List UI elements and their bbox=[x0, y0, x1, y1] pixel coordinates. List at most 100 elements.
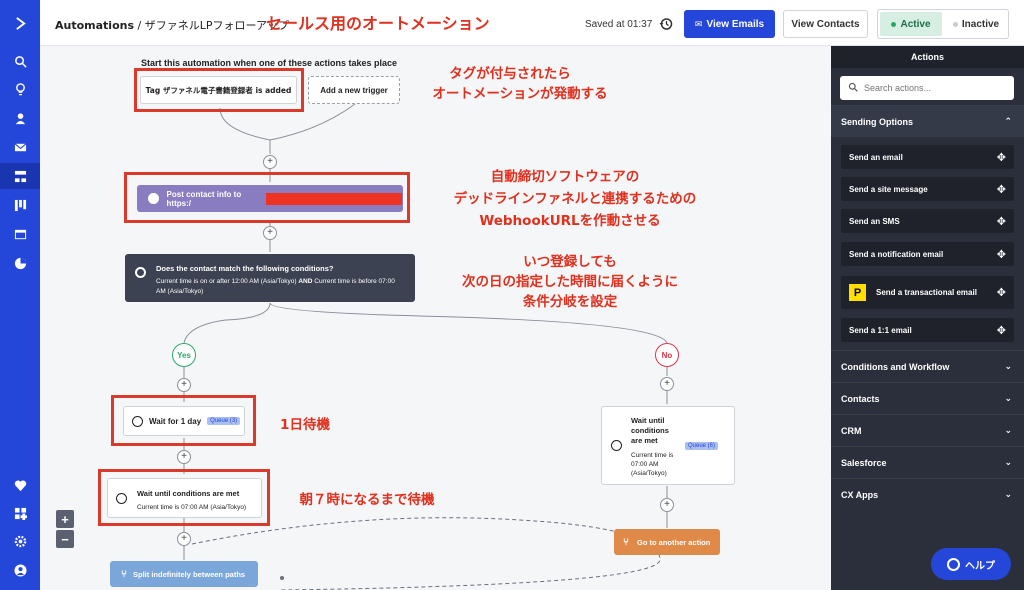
action-send-one-to-one[interactable]: Send a 1:1 email ✥ bbox=[841, 318, 1014, 342]
queue-badge[interactable]: Queue (3) bbox=[207, 417, 241, 425]
search-icon[interactable] bbox=[0, 48, 40, 74]
clock-icon bbox=[611, 440, 622, 451]
no-wait-sub-3: (Asia/Tokyo) bbox=[631, 470, 667, 477]
status-toggle: Active Inactive bbox=[877, 9, 1009, 39]
start-instruction: Start this automation when one of these … bbox=[141, 58, 398, 68]
drag-move-icon[interactable]: ✥ bbox=[996, 325, 1006, 337]
action-send-notification[interactable]: Send a notification email ✥ bbox=[841, 242, 1014, 266]
actions-panel: Actions Sending Options⌃ Send an email✥ … bbox=[831, 46, 1024, 590]
zoom-out-button[interactable]: − bbox=[56, 530, 74, 548]
breadcrumb-current: ザファネルLPフォローアップ bbox=[144, 19, 290, 32]
section-contacts[interactable]: Contacts⌄ bbox=[831, 382, 1024, 414]
add-step-plus-icon[interactable]: + bbox=[660, 377, 674, 391]
action-send-sms[interactable]: Send an SMS✥ bbox=[841, 209, 1014, 233]
drag-move-icon[interactable]: ✥ bbox=[996, 216, 1006, 228]
chevron-down-icon: ⌄ bbox=[1004, 393, 1012, 403]
breadcrumb-automations-link[interactable]: Automations bbox=[55, 19, 135, 32]
reports-pie-icon[interactable] bbox=[0, 250, 40, 276]
drag-move-icon[interactable]: ✥ bbox=[996, 184, 1006, 196]
action-label: Send a 1:1 email bbox=[849, 325, 912, 335]
action-label: Send an email bbox=[849, 152, 903, 162]
help-button[interactable]: ヘルプ bbox=[931, 548, 1011, 580]
add-step-plus-icon[interactable]: + bbox=[660, 498, 674, 512]
wait-until-label: Wait until conditions are met bbox=[137, 489, 240, 498]
active-label: Active bbox=[900, 18, 931, 30]
actions-panel-header: Actions bbox=[831, 46, 1024, 68]
section-salesforce[interactable]: Salesforce⌄ bbox=[831, 446, 1024, 478]
active-toggle[interactable]: Active bbox=[880, 12, 942, 36]
website-icon[interactable] bbox=[0, 221, 40, 247]
split-paths-node[interactable]: ⑂ Split indefinitely between paths bbox=[110, 561, 258, 587]
condition-text: Current time is on or after 12:00 AM (As… bbox=[156, 278, 395, 285]
logo-chevron-icon[interactable] bbox=[0, 10, 40, 36]
zoom-in-button[interactable]: + bbox=[56, 510, 74, 528]
webhook-node[interactable]: Post contact info to https:/ bbox=[137, 185, 403, 212]
wait-one-day-node[interactable]: Wait for 1 day Queue (3) bbox=[123, 406, 245, 436]
user-avatar-icon[interactable] bbox=[0, 557, 40, 583]
history-icon[interactable] bbox=[659, 17, 673, 31]
settings-gear-icon[interactable] bbox=[0, 528, 40, 554]
inactive-dot-icon bbox=[952, 21, 958, 27]
search-actions-box[interactable] bbox=[840, 76, 1014, 100]
yes-branch-badge: Yes bbox=[172, 343, 196, 367]
trigger-tag-node[interactable]: Tag ザファネル電子書籍登録者 is added bbox=[140, 76, 297, 104]
automations-icon[interactable] bbox=[0, 163, 40, 189]
add-step-plus-icon[interactable]: + bbox=[177, 532, 191, 546]
section-label: Conditions and Workflow bbox=[841, 361, 950, 372]
section-label: CX Apps bbox=[841, 489, 879, 500]
section-sending-options[interactable]: Sending Options⌃ bbox=[831, 105, 1024, 137]
add-step-plus-icon[interactable]: + bbox=[177, 450, 191, 464]
condition-and: AND bbox=[298, 278, 313, 285]
inactive-label: Inactive bbox=[961, 18, 1000, 30]
split-icon: ⑂ bbox=[121, 568, 127, 580]
apps-icon[interactable] bbox=[0, 500, 40, 526]
contacts-icon[interactable] bbox=[0, 105, 40, 131]
search-actions-input[interactable] bbox=[864, 83, 1004, 93]
condition-node[interactable]: Does the contact match the following con… bbox=[125, 254, 415, 302]
breadcrumb-separator: / bbox=[137, 19, 142, 32]
section-cx-apps[interactable]: CX Apps⌄ bbox=[831, 478, 1024, 510]
left-rail bbox=[0, 0, 40, 590]
drag-move-icon[interactable]: ✥ bbox=[996, 152, 1006, 164]
chevron-up-icon: ⌃ bbox=[1004, 116, 1012, 126]
heart-icon[interactable] bbox=[0, 472, 40, 498]
chevron-down-icon: ⌄ bbox=[1004, 361, 1012, 371]
drag-move-icon[interactable]: ✥ bbox=[996, 249, 1006, 261]
globe-icon bbox=[148, 193, 159, 204]
no-wait-title-1: Wait until bbox=[631, 416, 665, 425]
condition-title: Does the contact match the following con… bbox=[156, 264, 334, 273]
view-emails-button[interactable]: ✉View Emails bbox=[684, 10, 775, 38]
queue-badge[interactable]: Queue (6) bbox=[685, 442, 719, 450]
add-step-plus-icon[interactable]: + bbox=[263, 155, 277, 169]
no-wait-sub-1: Current time is bbox=[631, 452, 674, 459]
inactive-toggle[interactable]: Inactive bbox=[946, 12, 1006, 36]
view-contacts-button[interactable]: View Contacts bbox=[783, 10, 868, 38]
chevron-down-icon: ⌄ bbox=[1004, 425, 1012, 435]
webhook-annotation-line3: WebhookURLを作動させる bbox=[479, 213, 661, 229]
section-conditions-workflow[interactable]: Conditions and Workflow ⌄ bbox=[831, 350, 1024, 382]
clock-icon bbox=[132, 415, 143, 427]
trigger-annotation-line2: オートメーションが発動する bbox=[432, 86, 608, 102]
add-trigger-button[interactable]: Add a new trigger bbox=[308, 76, 400, 104]
condition-text-2: Current time is before 07:00 bbox=[314, 278, 395, 285]
section-crm[interactable]: CRM⌄ bbox=[831, 414, 1024, 446]
action-label: Send a notification email bbox=[849, 249, 944, 259]
lightbulb-icon[interactable] bbox=[0, 76, 40, 102]
deals-pipeline-icon[interactable] bbox=[0, 192, 40, 218]
condition-text-3: AM (Asia/Tokyo) bbox=[156, 288, 204, 295]
action-label: Send a transactional email bbox=[876, 288, 977, 297]
add-step-plus-icon[interactable]: + bbox=[263, 226, 277, 240]
chevron-down-icon: ⌄ bbox=[1004, 457, 1012, 467]
drag-move-icon[interactable]: ✥ bbox=[996, 287, 1006, 299]
wait-until-node[interactable]: Wait until conditions are met Current ti… bbox=[107, 478, 262, 518]
condition-annotation-line3: 条件分岐を設定 bbox=[522, 294, 618, 310]
no-wait-title-2: conditions bbox=[631, 426, 669, 435]
action-send-site-message[interactable]: Send a site message✥ bbox=[841, 177, 1014, 201]
email-icon[interactable] bbox=[0, 134, 40, 160]
goto-action-node[interactable]: ⑂ Go to another action bbox=[614, 529, 720, 555]
no-branch-wait-node[interactable]: Wait until conditions are met Current ti… bbox=[601, 406, 735, 485]
add-step-plus-icon[interactable]: + bbox=[177, 378, 191, 392]
action-send-email[interactable]: Send an email ✥ bbox=[841, 145, 1014, 169]
wait-until-sub: Current time is 07:00 AM (Asia/Tokyo) bbox=[137, 504, 247, 511]
